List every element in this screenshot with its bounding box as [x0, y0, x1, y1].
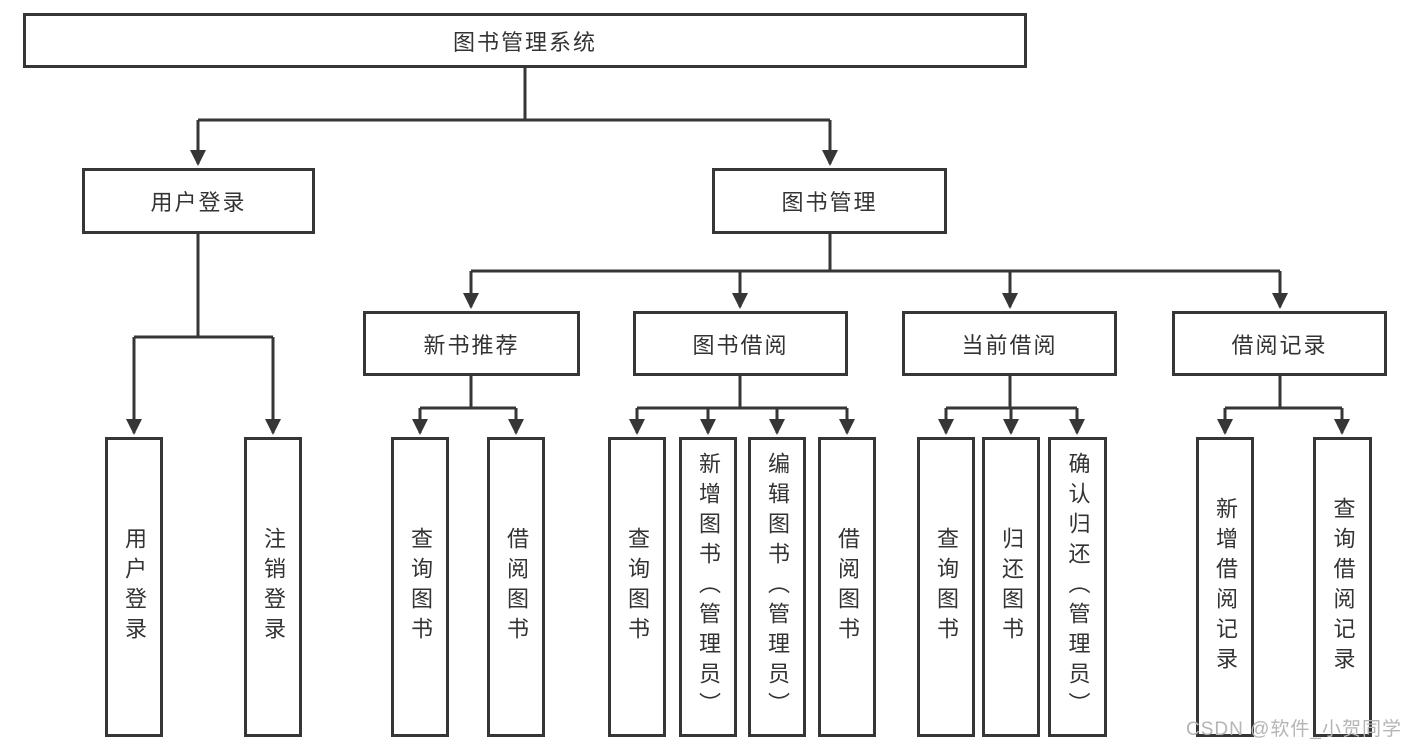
- node-borrow-record: 借阅记录: [1172, 311, 1387, 376]
- watermark: CSDN @软件_小贺同学: [1186, 719, 1402, 740]
- leaf-add-borrow-record: 新增借阅记录: [1196, 437, 1254, 737]
- leaf-user-login: 用户登录: [105, 437, 163, 737]
- leaf-add-book-admin: 新增图书（管理员）: [679, 437, 737, 737]
- node-book-management: 图书管理: [712, 168, 947, 234]
- leaf-return-book: 归还图书: [982, 437, 1040, 737]
- leaf-logout: 注销登录: [244, 437, 302, 737]
- leaf-query-borrow-record: 查询借阅记录: [1313, 437, 1372, 737]
- node-new-book-recommend: 新书推荐: [363, 311, 580, 376]
- leaf-query-book: 查询图书: [608, 437, 666, 737]
- leaf-edit-book-admin: 编辑图书（管理员）: [748, 437, 806, 737]
- leaf-confirm-return-admin: 确认归还（管理员）: [1048, 437, 1107, 737]
- node-root-system: 图书管理系统: [23, 13, 1027, 68]
- leaf-query-book: 查询图书: [391, 437, 449, 737]
- leaf-borrow-book: 借阅图书: [818, 437, 876, 737]
- node-user-login: 用户登录: [82, 168, 315, 234]
- leaf-query-book: 查询图书: [917, 437, 975, 737]
- leaf-borrow-book: 借阅图书: [487, 437, 545, 737]
- node-current-borrow: 当前借阅: [902, 311, 1117, 376]
- node-book-borrow: 图书借阅: [633, 311, 848, 376]
